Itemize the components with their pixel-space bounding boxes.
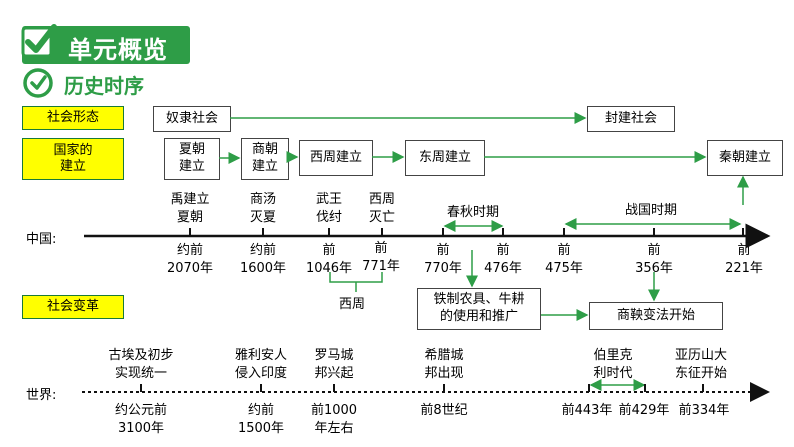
state-box-western-zhou: 西周建立 xyxy=(299,140,373,176)
china-axis-ticks xyxy=(189,228,744,236)
world-event-5: 伯里克 利时代 xyxy=(593,348,633,381)
world-axis-ticks xyxy=(140,384,704,392)
world-date-2: 约前 1500年 xyxy=(237,403,285,436)
china-date-2: 约前 1600年 xyxy=(239,243,287,276)
world-event-6: 亚历山大 东征开始 xyxy=(674,348,727,381)
world-event-3: 罗马城 邦兴起 xyxy=(314,348,354,381)
row-label-social-change: 社会变革 xyxy=(22,295,124,319)
china-axis-label: 中国: xyxy=(26,232,57,247)
world-date-4: 前8世纪 xyxy=(420,403,468,418)
section-subtitle: 历史时序 xyxy=(64,74,144,98)
slavery-society-box: 奴隶社会 xyxy=(153,106,231,132)
state-box-xia: 夏朝 建立 xyxy=(164,138,220,180)
feudal-society-box: 封建社会 xyxy=(587,106,675,132)
china-event-4: 西周 灭亡 xyxy=(368,192,395,225)
china-date-1: 约前 2070年 xyxy=(166,243,214,276)
state-box-eastern-zhou: 东周建立 xyxy=(405,140,485,176)
shang-yang-reform-box: 商鞅变法开始 xyxy=(589,302,723,330)
china-date-3: 前 1046年 xyxy=(305,243,353,276)
china-date-6: 前 476年 xyxy=(484,243,522,276)
world-date-7: 前334年 xyxy=(678,403,730,418)
unit-overview-banner: 单元概览 xyxy=(21,24,190,64)
unit-overview-title: 单元概览 xyxy=(68,36,168,64)
world-date-3: 前1000 年左右 xyxy=(310,403,358,436)
china-date-5: 前 770年 xyxy=(424,243,462,276)
china-date-4: 前 771年 xyxy=(362,241,400,274)
world-date-1: 约公元前 3100年 xyxy=(114,403,167,436)
spring-autumn-period: 春秋时期 xyxy=(446,205,499,220)
western-zhou-bracket xyxy=(329,272,383,292)
world-axis-label: 世界: xyxy=(26,388,57,403)
world-date-5: 前443年 xyxy=(561,403,613,418)
china-date-7: 前 475年 xyxy=(545,243,583,276)
state-box-qin: 秦朝建立 xyxy=(707,140,783,176)
iron-tools-box: 铁制农具、牛耕 的使用和推广 xyxy=(417,288,541,330)
world-event-2: 雅利安人 侵入印度 xyxy=(234,348,287,381)
western-zhou-span-label: 西周 xyxy=(338,297,365,312)
china-event-3: 武王 伐纣 xyxy=(315,192,342,225)
world-event-1: 古埃及初步 实现统一 xyxy=(108,348,174,381)
row-label-social-form: 社会形态 xyxy=(22,106,124,130)
world-date-6: 前429年 xyxy=(618,403,670,418)
checkmark-icon xyxy=(21,24,57,58)
china-event-2: 商汤 灭夏 xyxy=(249,192,276,225)
world-event-4: 希腊城 邦出现 xyxy=(424,348,464,381)
warring-states-period: 战国时期 xyxy=(624,203,677,218)
china-event-1: 禹建立 夏朝 xyxy=(170,192,210,225)
circle-check-icon xyxy=(23,68,53,98)
row-label-state-founding: 国家的 建立 xyxy=(22,138,124,180)
china-date-8: 前 356年 xyxy=(635,243,673,276)
state-box-shang: 商朝 建立 xyxy=(241,138,289,180)
